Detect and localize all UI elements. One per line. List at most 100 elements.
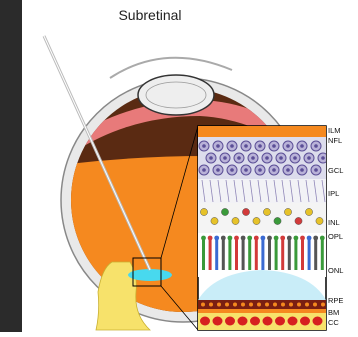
layer-label-ipl: IPL xyxy=(328,189,339,198)
inner-nuclear-cell xyxy=(253,217,260,224)
ganglion-nucleus xyxy=(251,156,255,160)
ganglion-nucleus xyxy=(300,168,304,172)
inner-nuclear-cell xyxy=(263,208,270,215)
ganglion-nucleus xyxy=(272,168,276,172)
photoreceptor-nucleus xyxy=(294,236,299,241)
inl-region xyxy=(198,203,326,233)
ganglion-nucleus xyxy=(230,168,234,172)
layer-label-nfl: NFL xyxy=(328,136,342,145)
ganglion-nucleus xyxy=(202,144,206,148)
photoreceptor-segment xyxy=(301,236,304,270)
rpe-cell xyxy=(249,303,253,307)
cc-vessel xyxy=(275,317,285,326)
ilm-band xyxy=(198,126,326,137)
cc-vessel xyxy=(225,317,235,326)
photoreceptor-segment xyxy=(222,236,225,270)
layer-label-inl: INL xyxy=(328,218,340,227)
photoreceptor-nucleus xyxy=(300,236,305,241)
diagram-title: Subretinal xyxy=(118,7,181,23)
photoreceptor-nucleus xyxy=(221,236,226,241)
ganglion-nucleus xyxy=(202,168,206,172)
inner-nuclear-cell xyxy=(274,217,281,224)
ipl-region xyxy=(198,179,326,203)
inner-nuclear-cell xyxy=(232,217,239,224)
cc-vessel xyxy=(250,317,260,326)
inner-nuclear-cell xyxy=(316,217,323,224)
inner-nuclear-cell xyxy=(221,208,228,215)
ganglion-nucleus xyxy=(244,168,248,172)
rpe-cell xyxy=(273,303,277,307)
photoreceptor-segment xyxy=(255,236,258,270)
rpe-cell xyxy=(233,303,237,307)
photoreceptor-segment xyxy=(228,236,231,270)
cc-vessel xyxy=(300,317,310,326)
photoreceptor-nucleus xyxy=(267,236,272,241)
rpe-cell xyxy=(241,303,245,307)
ganglion-nucleus xyxy=(286,144,290,148)
cc-vessel xyxy=(213,317,223,326)
layer-label-gcl: GCL xyxy=(328,166,343,175)
ganglion-nucleus xyxy=(272,144,276,148)
inner-nuclear-cell xyxy=(305,208,312,215)
ganglion-nucleus xyxy=(230,144,234,148)
photoreceptor-nucleus xyxy=(280,236,285,241)
photoreceptor-segment xyxy=(294,236,297,270)
inner-nuclear-cell xyxy=(211,217,218,224)
left-background xyxy=(0,0,22,332)
layer-label-bm: BM xyxy=(328,308,339,317)
photoreceptor-segment xyxy=(248,236,251,270)
photoreceptor-nucleus xyxy=(201,236,206,241)
photoreceptor-nucleus xyxy=(228,236,233,241)
photoreceptor-nucleus xyxy=(254,236,259,241)
photoreceptor-nucleus xyxy=(241,236,246,241)
photoreceptor-nucleus xyxy=(313,236,318,241)
rpe-cell xyxy=(265,303,269,307)
ganglion-nucleus xyxy=(265,156,269,160)
photoreceptor-nucleus xyxy=(287,236,292,241)
photoreceptor-segment xyxy=(321,236,324,270)
ganglion-nucleus xyxy=(258,168,262,172)
ganglion-nucleus xyxy=(216,168,220,172)
ganglion-nucleus xyxy=(223,156,227,160)
ganglion-nucleus xyxy=(216,144,220,148)
photoreceptor-nucleus xyxy=(247,236,252,241)
rpe-cell xyxy=(281,303,285,307)
layer-label-cc: CC xyxy=(328,318,339,327)
ganglion-nucleus xyxy=(314,144,318,148)
rpe-cell xyxy=(321,303,325,307)
ganglion-nucleus xyxy=(237,156,241,160)
photoreceptor-segment xyxy=(275,236,278,270)
photoreceptor-segment xyxy=(209,236,212,270)
cc-vessel xyxy=(288,317,298,326)
photoreceptor-segment xyxy=(288,236,291,270)
photoreceptor-nucleus xyxy=(208,236,213,241)
rpe-cell xyxy=(257,303,261,307)
inner-nuclear-cell xyxy=(295,217,302,224)
ganglion-nucleus xyxy=(258,144,262,148)
ganglion-nucleus xyxy=(293,156,297,160)
rpe-cell xyxy=(225,303,229,307)
rpe-cell xyxy=(313,303,317,307)
retina-layers xyxy=(198,126,328,330)
photoreceptor-segment xyxy=(261,236,264,270)
photoreceptor-nucleus xyxy=(261,236,266,241)
layer-labels: ILMNFLGCLIPLINLOPLONLRPEBMCC xyxy=(328,126,343,327)
ganglion-nucleus xyxy=(321,156,325,160)
inner-nuclear-cell xyxy=(200,208,207,215)
bruchs-membrane xyxy=(198,309,326,313)
lens xyxy=(138,75,214,115)
ganglion-nucleus xyxy=(279,156,283,160)
photoreceptor-segment xyxy=(235,236,238,270)
layer-label-ilm: ILM xyxy=(328,126,341,135)
subretinal-bleb xyxy=(128,269,172,281)
layer-label-rpe: RPE xyxy=(328,296,343,305)
photoreceptor-nucleus xyxy=(234,236,239,241)
photoreceptor-nucleus xyxy=(214,236,219,241)
photoreceptor-segment xyxy=(308,236,311,270)
cc-vessel xyxy=(263,317,273,326)
ganglion-nucleus xyxy=(244,144,248,148)
photoreceptor-nucleus xyxy=(274,236,279,241)
inner-nuclear-cell xyxy=(284,208,291,215)
photoreceptor-segment xyxy=(242,236,245,270)
